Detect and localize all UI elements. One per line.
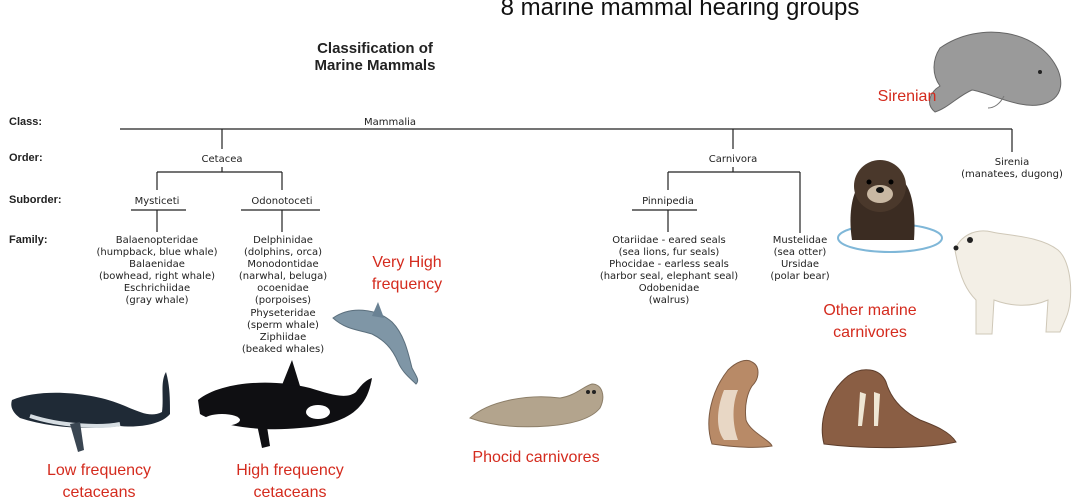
harbor-seal-illustration: [470, 384, 603, 427]
group-label-line: carnivores: [802, 322, 938, 344]
group-sirenian: Sirenian: [862, 86, 952, 108]
humpback-whale-illustration: [11, 372, 170, 452]
walrus-illustration: [822, 370, 956, 448]
group-label-line: Low frequency: [30, 460, 168, 482]
polar-bear-illustration: [954, 231, 1071, 334]
group-label-line: Other marine: [802, 300, 938, 322]
sea-lion-illustration: [709, 360, 772, 447]
group-label-line: Very High: [362, 252, 452, 274]
group-very-high-frequency: Very High frequency: [362, 252, 452, 296]
group-label-line: High frequency: [218, 460, 362, 482]
group-phocid-carnivores: Phocid carnivores: [456, 447, 616, 469]
group-low-frequency: Low frequency cetaceans: [30, 460, 168, 504]
group-label-line: cetaceans: [30, 482, 168, 504]
sea-otter-illustration: [838, 160, 942, 252]
group-label-line: frequency: [362, 274, 452, 296]
dolphin-illustration: [333, 302, 418, 384]
group-label-line: cetaceans: [218, 482, 362, 504]
group-high-frequency: High frequency cetaceans: [218, 460, 362, 504]
group-other-marine-carnivores: Other marine carnivores: [802, 300, 938, 344]
orca-illustration: [198, 360, 372, 448]
